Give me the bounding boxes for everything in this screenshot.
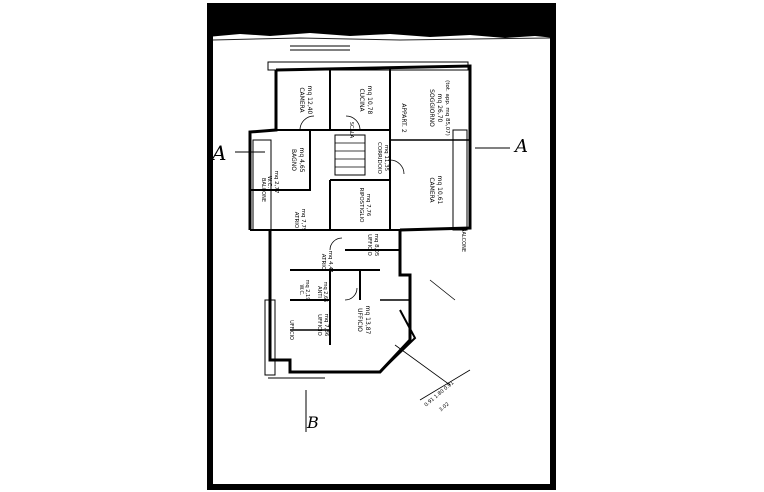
room-anti-wc: ANTI mq 2,65 — [316, 282, 328, 303]
svg-text:UFFICIO: UFFICIO — [366, 234, 372, 256]
room-soggiorno: SOGGIORNO mq 26,70 (tot. app. mq 85,07) — [428, 80, 450, 136]
svg-text:(tot. app. mq 85,07): (tot. app. mq 85,07) — [444, 80, 450, 136]
svg-text:mq 7,76: mq 7,76 — [365, 194, 371, 217]
room-camera-1: CAMERA mq 12,40 — [298, 86, 313, 115]
room-wc-2: W.C. mq 2,19 — [298, 280, 310, 301]
room-camera-2: CAMERA mq 10,61 — [428, 176, 443, 205]
svg-text:CAMERA: CAMERA — [428, 177, 435, 203]
room-atrio-1: ATRIO mq 7,79 — [293, 209, 306, 232]
section-label-b: B — [306, 413, 319, 432]
scan-border-top — [207, 3, 555, 38]
svg-text:UFFICIO: UFFICIO — [316, 314, 322, 336]
svg-text:BAGNO: BAGNO — [290, 149, 297, 171]
svg-text:CAMERA: CAMERA — [298, 87, 305, 113]
svg-text:BALCONE: BALCONE — [460, 228, 466, 252]
room-appart: APPART. 2 — [400, 103, 407, 133]
section-label-a-left: A — [210, 141, 226, 165]
scan-border-bottom — [207, 484, 556, 490]
svg-text:mq 7,86: mq 7,86 — [323, 314, 329, 337]
svg-text:3.02: 3.02 — [438, 401, 450, 413]
north-indicator — [290, 45, 350, 51]
room-atrio-2: ATRIO mq 4,41 — [320, 251, 333, 274]
svg-text:CORRIDOIO: CORRIDOIO — [376, 142, 382, 175]
svg-text:mq 13,87: mq 13,87 — [364, 306, 371, 335]
svg-text:mq 2,19: mq 2,19 — [304, 280, 310, 301]
room-wc-1: W.C. mq 2,77 — [266, 171, 279, 194]
svg-text:SOGGIORNO: SOGGIORNO — [428, 89, 435, 127]
balcony-left-label: BALCONE — [260, 178, 266, 202]
svg-text:W.C.: W.C. — [298, 284, 304, 295]
svg-text:ATRIO: ATRIO — [293, 212, 299, 229]
balcony-right-label: BALCONE — [460, 228, 466, 252]
svg-text:mq 10,78: mq 10,78 — [366, 86, 373, 115]
svg-text:ATRIO: ATRIO — [320, 254, 326, 271]
room-bagno: BAGNO mq 4,65 — [290, 148, 305, 173]
dimension-note-2: 0.91 1.80 0.91 — [423, 380, 455, 408]
room-ufficio-4: UFFICIO — [288, 320, 294, 340]
svg-text:mq 8,05: mq 8,05 — [373, 234, 379, 257]
svg-text:mq 2,65: mq 2,65 — [322, 282, 328, 303]
room-corridoio: CORRIDOIO mq 11,35 — [376, 142, 389, 175]
stair-label: SCALA — [348, 122, 354, 139]
svg-text:CUCINA: CUCINA — [358, 88, 365, 112]
room-ripostiglio: RIPOSTIGLIO mq 7,76 — [358, 188, 371, 224]
svg-text:ANTI: ANTI — [316, 286, 322, 298]
svg-text:mq 4,41: mq 4,41 — [327, 251, 333, 274]
svg-text:mq 7,79: mq 7,79 — [300, 209, 306, 232]
room-cucina: CUCINA mq 10,78 — [358, 86, 373, 115]
svg-text:mq 2,77: mq 2,77 — [273, 171, 279, 194]
scan-border-left — [207, 3, 213, 490]
svg-text:SCALA: SCALA — [348, 122, 354, 139]
svg-text:APPART. 2: APPART. 2 — [400, 103, 407, 133]
svg-text:UFFICIO: UFFICIO — [356, 308, 363, 332]
svg-text:UFFICIO: UFFICIO — [288, 320, 294, 340]
svg-text:0.91 1.80 0.91: 0.91 1.80 0.91 — [423, 380, 455, 408]
walls — [248, 61, 472, 401]
section-label-a-right: A — [513, 136, 528, 157]
scan-border-right — [550, 3, 556, 490]
room-ufficio-3: UFFICIO mq 7,86 — [316, 314, 329, 337]
room-ufficio-1: UFFICIO mq 8,05 — [366, 234, 379, 257]
svg-text:mq 10,61: mq 10,61 — [436, 176, 443, 205]
svg-text:RIPOSTIGLIO: RIPOSTIGLIO — [358, 188, 364, 224]
svg-text:W.C.: W.C. — [266, 176, 272, 188]
dimension-note: 3.02 — [438, 401, 450, 413]
room-ufficio-2: UFFICIO mq 13,87 — [356, 306, 371, 335]
svg-text:BALCONE: BALCONE — [260, 178, 266, 202]
svg-text:mq 12,40: mq 12,40 — [306, 86, 313, 115]
svg-text:mq 26,70: mq 26,70 — [436, 94, 443, 123]
svg-text:mq 4,65: mq 4,65 — [298, 148, 305, 173]
svg-text:mq 11,35: mq 11,35 — [383, 145, 389, 172]
